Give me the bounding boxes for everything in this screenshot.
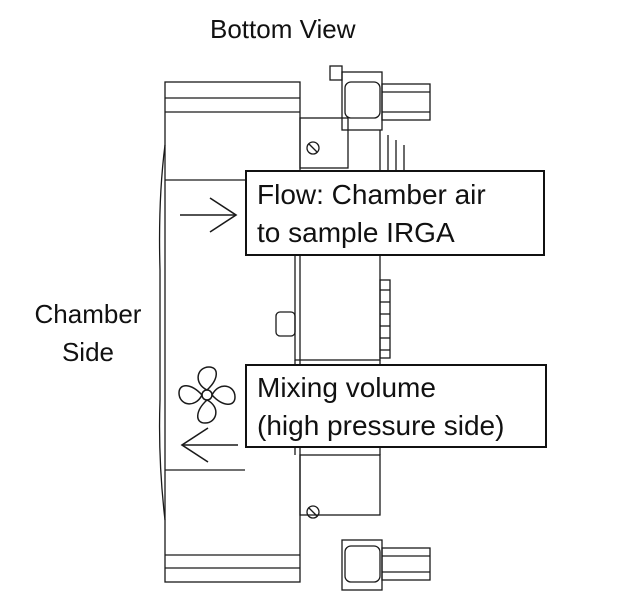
chamber-side-line1: Chamber: [34, 299, 142, 329]
mixing-callout-line1: Mixing volume: [257, 372, 436, 403]
diagram-title: Bottom View: [210, 14, 356, 44]
bottom-connector: [299, 454, 431, 591]
flow-callout-line1: Flow: Chamber air: [257, 179, 486, 210]
flow-callout: Flow: Chamber air to sample IRGA: [245, 170, 545, 256]
chamber-side-label: Chamber Side: [22, 295, 154, 371]
flow-callout-line2: to sample IRGA: [257, 217, 455, 248]
arrow-left-icon: [180, 427, 238, 463]
mixing-callout-line2: (high pressure side): [257, 410, 505, 441]
mixing-callout: Mixing volume (high pressure side): [245, 364, 547, 448]
chamber-side-line2: Side: [61, 337, 115, 367]
arrow-right-icon: [180, 197, 238, 233]
chamber-body: [158, 81, 301, 583]
fan-icon: [178, 366, 236, 424]
